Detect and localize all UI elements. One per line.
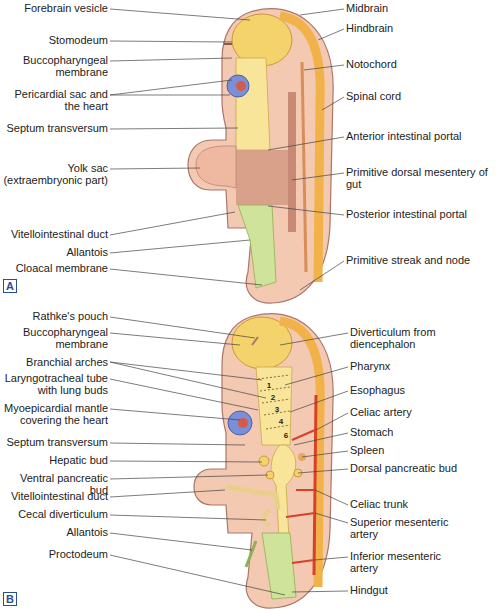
embryo-b	[194, 314, 333, 608]
callout-number: 3	[273, 405, 281, 414]
part-label: Stomach	[350, 426, 496, 438]
part-label: Anterior intestinal portal	[346, 130, 476, 142]
heart	[227, 75, 249, 97]
panel-letter-box: B	[3, 592, 17, 606]
part-label: Hindgut	[350, 584, 496, 596]
callout-number: 6	[282, 431, 290, 440]
part-label: Celiac trunk	[350, 498, 496, 510]
allantois	[246, 541, 256, 567]
part-label: Pharynx	[350, 360, 496, 372]
part-label: Stomodeum	[0, 34, 108, 46]
embryo-body	[194, 314, 333, 608]
cecal-diverticulum	[264, 510, 270, 525]
part-label: Yolk sac (extraembryonic part)	[0, 162, 108, 186]
leader-lines	[110, 9, 344, 290]
hindgut	[238, 205, 276, 288]
leader-lines	[110, 317, 348, 595]
heart	[228, 411, 252, 435]
part-label: Inferior mesenteric artery	[350, 550, 470, 574]
part-label: Buccopharyngeal membrane	[0, 54, 108, 78]
part-label: Diverticulum from diencephalon	[350, 326, 480, 350]
yolk-sac	[196, 146, 236, 188]
part-label: Esophagus	[350, 384, 496, 396]
pharynx	[256, 367, 292, 445]
part-label: Cloacal membrane	[0, 262, 108, 274]
part-label: Proctodeum	[0, 548, 108, 560]
callout-number: 2	[269, 393, 277, 402]
part-label: Pericardial sac and the heart	[0, 88, 108, 112]
stomodeum	[224, 43, 232, 45]
neural-tube	[280, 16, 320, 282]
part-label: Vitellointestinal duct	[0, 228, 108, 240]
hindgut	[262, 533, 296, 599]
part-label: Spinal cord	[346, 90, 496, 102]
part-label: Hindbrain	[346, 22, 496, 34]
part-label: Primitive dorsal mesentery of gut	[346, 166, 496, 190]
part-label: Notochord	[346, 58, 496, 70]
dorsal-mesentery	[288, 92, 296, 232]
embryo-body	[188, 9, 333, 303]
part-label: Dorsal pancreatic bud	[350, 462, 470, 474]
panel-letter-box: A	[3, 279, 17, 293]
part-label: Posterior intestinal portal	[346, 208, 476, 220]
hepatic-bud	[259, 456, 269, 466]
part-label: Cecal diverticulum	[0, 508, 108, 520]
part-label: Spleen	[350, 444, 496, 456]
part-label: Laryngotracheal tube with lung buds	[0, 372, 108, 396]
panel-letter: B	[4, 593, 16, 605]
part-label: Rathke's pouch	[0, 310, 108, 322]
part-label: Primitive streak and node	[346, 254, 476, 266]
part-label: Branchial arches	[0, 356, 108, 368]
dorsal-aorta	[314, 395, 316, 575]
part-label: Celiac artery	[350, 406, 496, 418]
callout-number: 4	[277, 417, 285, 426]
part-label: Septum transversum	[0, 436, 108, 448]
embryo-a	[188, 9, 333, 303]
heart-inner	[236, 81, 246, 91]
part-label: Hepatic bud	[0, 454, 108, 466]
part-label: Midbrain	[346, 2, 496, 14]
part-label: Vitellointestinal duct	[0, 490, 108, 502]
part-label: Buccopharyngeal membrane	[0, 326, 108, 350]
callout-number: 1	[265, 381, 273, 390]
part-label: Allantois	[0, 246, 108, 258]
part-label: Allantois	[0, 526, 108, 538]
part-label: Superior mesenteric artery	[350, 516, 470, 540]
gut-arteries	[286, 430, 315, 563]
rathke-pouch	[252, 337, 258, 345]
notochord	[302, 62, 306, 272]
part-label: Myoepicardial mantle covering the heart	[0, 402, 108, 426]
heart-inner	[238, 418, 248, 428]
panel-letter: A	[4, 280, 16, 292]
vitellointestinal-duct	[226, 487, 278, 510]
foregut	[236, 58, 270, 150]
part-label: Septum transversum	[0, 122, 108, 134]
part-label: Forebrain vesicle	[0, 2, 108, 14]
midgut	[236, 150, 292, 205]
branchial-arch-lines	[258, 375, 290, 429]
